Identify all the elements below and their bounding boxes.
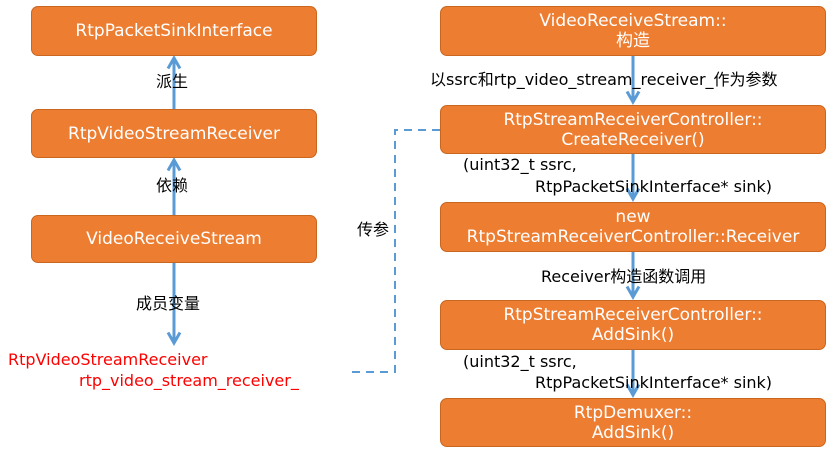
box-label-line-1: VideoReceiveStream:: bbox=[539, 11, 727, 31]
box-label-line-1: new bbox=[615, 207, 651, 227]
box-controller-add-sink: RtpStreamReceiverController:: AddSink() bbox=[440, 300, 826, 350]
edge-label-add-sink-sig-1: (uint32_t ssrc, bbox=[463, 352, 577, 371]
edge-label-member-variable: 成员变量 bbox=[136, 294, 201, 313]
box-label-line-1: RtpStreamReceiverController:: bbox=[503, 109, 763, 130]
edge-label-create-receiver-sig-1: (uint32_t ssrc, bbox=[463, 155, 577, 174]
box-rtp-video-stream-receiver: RtpVideoStreamReceiver bbox=[31, 109, 317, 158]
edge-label-receiver-ctor-call: Receiver构造函数调用 bbox=[541, 267, 707, 286]
box-label: RtpPacketSinkInterface bbox=[75, 21, 273, 41]
box-video-receive-stream-ctor: VideoReceiveStream:: 构造 bbox=[440, 6, 826, 56]
box-label-line-2: AddSink() bbox=[591, 325, 675, 345]
pass-param-label: 传参 bbox=[357, 220, 390, 239]
box-new-receiver: new RtpStreamReceiverController::Receive… bbox=[440, 202, 826, 252]
box-video-receive-stream: VideoReceiveStream bbox=[31, 215, 317, 263]
edge-label-ctor-params: 以ssrc和rtp_video_stream_receiver_作为参数 bbox=[430, 70, 778, 89]
box-create-receiver: RtpStreamReceiverController:: CreateRece… bbox=[440, 105, 826, 154]
dashed-pass-param-link bbox=[352, 129, 440, 373]
edge-label-create-receiver-sig-2: RtpPacketSinkInterface* sink) bbox=[535, 177, 773, 196]
edge-label-depends: 依赖 bbox=[156, 176, 189, 195]
box-label-line-2: 构造 bbox=[616, 31, 650, 51]
member-variable-type: RtpVideoStreamReceiver bbox=[8, 350, 208, 369]
box-label-line-2: RtpStreamReceiverController::Receiver bbox=[466, 227, 800, 247]
box-label-line-1: RtpDemuxer:: bbox=[573, 402, 693, 423]
edge-label-derives: 派生 bbox=[156, 72, 189, 91]
member-variable-name: rtp_video_stream_receiver_ bbox=[79, 371, 299, 390]
box-label: RtpVideoStreamReceiver bbox=[68, 123, 280, 144]
box-demuxer-add-sink: RtpDemuxer:: AddSink() bbox=[440, 398, 826, 447]
box-label-line-2: CreateReceiver() bbox=[561, 129, 705, 150]
edge-label-add-sink-sig-2: RtpPacketSinkInterface* sink) bbox=[535, 373, 773, 392]
box-label: VideoReceiveStream bbox=[86, 229, 262, 249]
box-rtp-packet-sink-interface: RtpPacketSinkInterface bbox=[31, 6, 317, 56]
box-label-line-2: AddSink() bbox=[591, 422, 675, 443]
box-label-line-1: RtpStreamReceiverController:: bbox=[503, 305, 763, 325]
